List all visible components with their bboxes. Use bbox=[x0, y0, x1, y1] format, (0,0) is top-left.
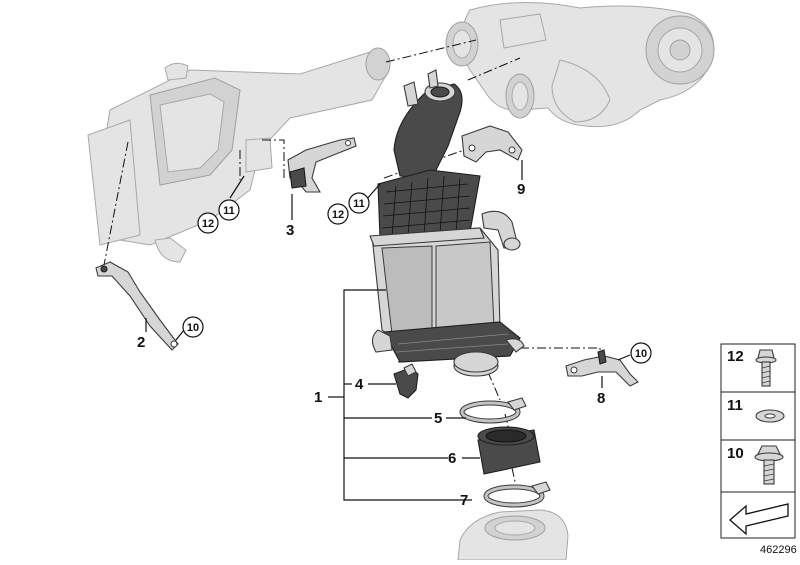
part-number-9: 9 bbox=[517, 181, 525, 198]
part-number-4: 4 bbox=[355, 376, 364, 393]
leader-lines bbox=[145, 160, 631, 501]
ref-11-left-label: 11 bbox=[223, 205, 235, 217]
ref-12-left: 12 bbox=[197, 212, 219, 234]
fastener-legend: 12 11 10 bbox=[720, 343, 796, 539]
part-number-2: 2 bbox=[137, 334, 145, 351]
ref-12-left-label: 12 bbox=[202, 218, 214, 230]
ref-11-left: 11 bbox=[218, 199, 240, 221]
air-duct-ghost bbox=[87, 47, 391, 263]
legend-number-11: 11 bbox=[727, 397, 743, 414]
reference-labels: 10 10 11 12 11 12 bbox=[182, 192, 652, 364]
part-number-5: 5 bbox=[434, 410, 442, 427]
throttle-body-ghost bbox=[457, 509, 569, 561]
hose-clamp-5 bbox=[459, 397, 527, 424]
part-number-6: 6 bbox=[448, 450, 456, 467]
legend-number-10: 10 bbox=[727, 445, 744, 462]
part-number-1: 1 bbox=[314, 389, 322, 406]
washer-icon bbox=[755, 409, 785, 423]
ref-10-left: 10 bbox=[182, 316, 204, 338]
ref-10-right-label: 10 bbox=[635, 348, 647, 360]
part-number-3: 3 bbox=[286, 222, 294, 239]
catalog-number: 462296 bbox=[760, 544, 797, 556]
part-number-8: 8 bbox=[597, 390, 605, 407]
bolt-with-washer-icon bbox=[755, 349, 777, 387]
sensor-4 bbox=[393, 363, 419, 399]
direction-arrow-icon bbox=[729, 503, 789, 536]
ref-11-middle: 11 bbox=[348, 192, 370, 214]
hose-clamp-7 bbox=[483, 481, 551, 508]
hex-flange-bolt-icon bbox=[754, 445, 784, 485]
ref-10-left-label: 10 bbox=[187, 322, 199, 334]
part-number-labels: 1 2 3 4 5 6 7 8 9 bbox=[137, 181, 605, 509]
ref-12-middle-label: 12 bbox=[332, 209, 344, 221]
bracket-2 bbox=[95, 261, 179, 351]
legend-cell-10 bbox=[720, 439, 796, 493]
bracket-3 bbox=[287, 137, 357, 193]
turbocharger-ghost bbox=[445, 1, 715, 128]
charge-air-cooler bbox=[369, 69, 525, 377]
ref-11-middle-label: 11 bbox=[353, 198, 365, 210]
part-number-7: 7 bbox=[460, 492, 468, 509]
ref-10-right: 10 bbox=[630, 342, 652, 364]
bracket-9 bbox=[461, 125, 523, 163]
legend-number-12: 12 bbox=[727, 348, 744, 365]
sleeve-6 bbox=[477, 426, 541, 475]
legend-cell-12 bbox=[720, 343, 796, 393]
ref-12-middle: 12 bbox=[327, 203, 349, 225]
bracket-8 bbox=[565, 349, 639, 387]
